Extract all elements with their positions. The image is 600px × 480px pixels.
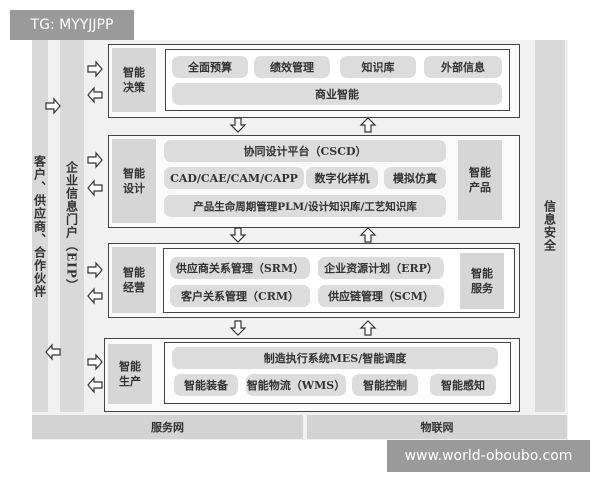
arrow-left-icon — [87, 287, 103, 305]
arrow-left-icon — [87, 376, 103, 394]
watermark-bottom: www.world-oboubo.com — [387, 440, 590, 472]
arrow-right-icon — [87, 60, 103, 78]
module: 产品生命周期管理PLM/设计知识库/工艺知识库 — [164, 195, 446, 217]
module: 客户关系管理（CRM） — [170, 285, 310, 307]
module: 供应商关系管理（SRM） — [170, 257, 310, 279]
arrow-up-icon — [359, 117, 377, 133]
module: 智能感知 — [430, 374, 496, 396]
arrow-down-icon — [229, 320, 247, 336]
module: 企业资源计划（ERP） — [318, 257, 444, 279]
module: 智能物流（WMS） — [246, 374, 346, 396]
module: 商业智能 — [172, 83, 502, 105]
arrow-right-icon — [87, 261, 103, 279]
iot-network: 物联网 — [307, 415, 567, 439]
arrow-right-icon — [45, 97, 61, 115]
arrow-up-icon — [359, 227, 377, 243]
module: 数字化样机 — [306, 167, 378, 189]
module: 供应链管理（SCM） — [318, 285, 444, 307]
module: 模拟仿真 — [384, 167, 446, 189]
arrow-down-icon — [229, 117, 247, 133]
arrow-down-icon — [229, 227, 247, 243]
arrow-left-icon — [87, 179, 103, 197]
arrow-right-icon — [87, 353, 103, 371]
side-label: 智能 服务 — [460, 253, 504, 309]
arrow-right-icon — [87, 151, 103, 169]
row-label: 智能 生产 — [108, 344, 152, 404]
module: 制造执行系统MES/智能调度 — [172, 347, 498, 369]
side-label: 智能 产品 — [458, 140, 502, 220]
row-label: 智能 决策 — [112, 48, 156, 112]
row-label: 智能 经营 — [112, 247, 156, 313]
module: 外部信息 — [424, 56, 502, 78]
module: 知识库 — [340, 56, 416, 78]
partners-column: 客户、供应商、合作伙伴 — [32, 40, 48, 412]
module: CAD/CAE/CAM/CAPP — [164, 167, 304, 189]
row-label: 智能 设计 — [112, 139, 156, 223]
arrow-left-icon — [45, 343, 61, 361]
security-column: 信息安全 — [535, 40, 565, 412]
arrow-up-icon — [359, 320, 377, 336]
module: 智能控制 — [352, 374, 418, 396]
eip-column: 企业信息门户（EIP） — [60, 40, 84, 412]
module: 绩效管理 — [254, 56, 330, 78]
arrow-left-icon — [87, 86, 103, 104]
module: 全面预算 — [172, 56, 248, 78]
service-network: 服务网 — [32, 415, 303, 439]
watermark-top: TG: MYYJJPP — [10, 10, 134, 40]
module: 智能装备 — [174, 374, 238, 396]
module: 协同设计平台（CSCD） — [164, 140, 446, 162]
